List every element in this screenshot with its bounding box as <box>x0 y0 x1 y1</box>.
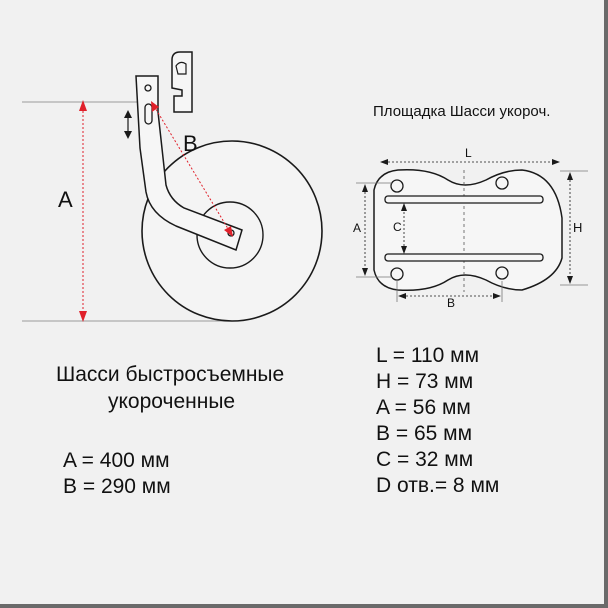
spec-b: B = 65 мм <box>376 422 473 445</box>
spec-c: C = 32 мм <box>376 448 474 471</box>
platform-label-a: A <box>353 221 362 235</box>
dimension-pb-arrow-left <box>398 293 406 299</box>
dimension-b-line <box>153 105 231 233</box>
dimension-a-arrow-top <box>79 100 87 111</box>
spec-h: H = 73 мм <box>376 370 474 393</box>
dimension-b-arrow-top <box>151 101 159 112</box>
wheel-label-a: A <box>58 187 73 212</box>
dimension-c-arrow-bottom <box>401 246 407 254</box>
platform-hole-top-right <box>495 176 509 190</box>
dimension-l-arrow-right <box>552 159 560 165</box>
mounting-bracket <box>171 51 193 113</box>
platform-hole-top-left <box>390 179 404 193</box>
dimension-pb-arrow-right <box>493 293 501 299</box>
platform-label-b: B <box>447 296 456 310</box>
dimension-pa-arrow-top <box>362 184 368 192</box>
spec-a: A = 56 мм <box>376 396 471 419</box>
adjust-arrow-up <box>124 110 132 118</box>
dimension-l-arrow-left <box>380 159 388 165</box>
strut-slot <box>144 103 153 125</box>
dimension-pa-arrow-bottom <box>362 268 368 276</box>
product-title-line1: Шасси быстросъемные <box>56 363 285 386</box>
dimension-a-arrow-bottom <box>79 311 87 322</box>
dimension-h-arrow-bottom <box>567 276 573 284</box>
spec-d: D отв.= 8 мм <box>376 474 500 497</box>
adjust-arrow-down <box>124 131 132 139</box>
platform-hole-bottom-left <box>390 267 404 281</box>
product-dim-b: B = 290 мм <box>63 475 171 498</box>
platform-title: Площадка Шасси укороч. <box>373 103 551 120</box>
platform-bar-top <box>384 195 544 204</box>
dimension-h-arrow-top <box>567 172 573 180</box>
platform-label-c: C <box>393 220 402 234</box>
product-dim-a: A = 400 мм <box>63 449 170 472</box>
bracket-hook <box>175 61 187 75</box>
dimension-b-arrow-bottom <box>224 226 233 237</box>
spec-l: L = 110 мм <box>376 344 480 367</box>
wheel-strut <box>135 75 243 252</box>
platform-specs: L = 110 мм H = 73 мм A = 56 мм B = 65 мм… <box>376 343 499 499</box>
platform-label-l: L <box>465 146 472 160</box>
strut-hole <box>144 84 152 92</box>
platform-hole-bottom-right <box>495 266 509 280</box>
wheel-label-b: B <box>183 131 198 156</box>
dimension-c-arrow-top <box>401 203 407 211</box>
platform-label-h: H <box>573 220 583 235</box>
product-title-line2: укороченные <box>108 390 236 413</box>
platform-bar-bottom <box>384 253 544 262</box>
